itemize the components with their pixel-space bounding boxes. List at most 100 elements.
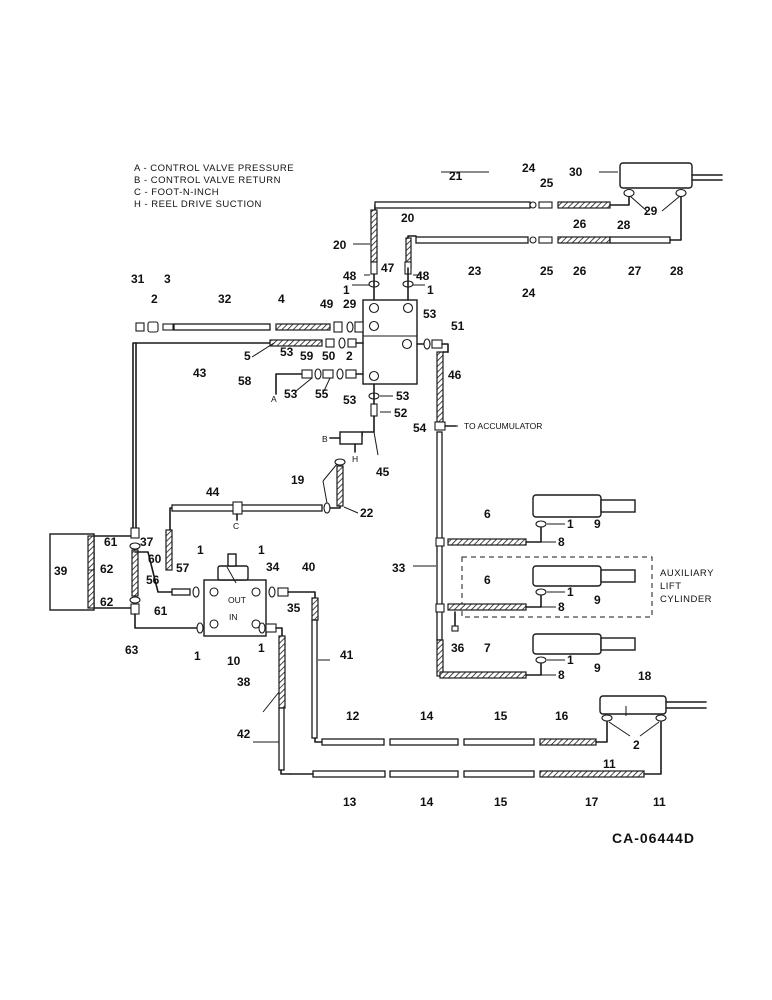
hose-7 bbox=[439, 671, 527, 679]
callout-20-right: 20 bbox=[401, 211, 415, 225]
elbow-51 bbox=[441, 343, 449, 353]
valve-port-ml bbox=[368, 320, 380, 332]
callout-29-inlet: 29 bbox=[343, 297, 357, 311]
hose-41 bbox=[311, 619, 318, 739]
oring-1-cyl-upper bbox=[535, 520, 547, 528]
reel-motor-18 bbox=[599, 695, 667, 715]
callout-19: 19 bbox=[291, 473, 305, 487]
callout-1-cyl-aux: 1 bbox=[567, 585, 574, 599]
callout-36: 36 bbox=[451, 641, 465, 655]
leader-45 bbox=[373, 431, 379, 456]
leader-10-body bbox=[226, 566, 237, 584]
fitting-24-bottom bbox=[529, 236, 537, 244]
line-43 bbox=[132, 342, 271, 529]
valve-port-tl bbox=[368, 302, 380, 314]
callout-4: 4 bbox=[278, 292, 285, 306]
callout-20-left: 20 bbox=[333, 238, 347, 252]
leader-19b bbox=[322, 480, 328, 504]
callout-8-lower: 8 bbox=[558, 668, 565, 682]
oring-53-a bbox=[314, 368, 322, 380]
oring-29-left bbox=[346, 321, 354, 333]
lift-cylinder-lower bbox=[532, 633, 602, 655]
callout-53-a: 53 bbox=[280, 345, 294, 359]
callout-7: 7 bbox=[484, 641, 491, 655]
cylinder-label: CYLINDER bbox=[660, 594, 712, 605]
valve-10-port-2 bbox=[251, 587, 261, 597]
callout-21: 21 bbox=[449, 169, 463, 183]
elbow-28-top bbox=[609, 196, 630, 206]
hose-26-top bbox=[557, 201, 611, 209]
oring-53-b bbox=[336, 368, 344, 380]
tee-block-bh bbox=[339, 431, 363, 445]
callout-8-aux: 8 bbox=[558, 600, 565, 614]
valve-port-bl bbox=[368, 370, 380, 382]
elbow-8-aux bbox=[525, 594, 542, 608]
callout-23: 23 bbox=[468, 264, 482, 278]
fitting-29a bbox=[623, 188, 635, 198]
tee-33-upper bbox=[435, 537, 445, 547]
callout-9-aux: 9 bbox=[594, 593, 601, 607]
hose-15-lower bbox=[463, 770, 535, 778]
callout-6-aux: 6 bbox=[484, 573, 491, 587]
callout-28-top: 28 bbox=[617, 218, 631, 232]
callout-1-valve-bl: 1 bbox=[194, 649, 201, 663]
callout-58: 58 bbox=[238, 374, 252, 388]
callout-42: 42 bbox=[237, 727, 251, 741]
callout-48-right: 48 bbox=[416, 269, 430, 283]
hose-37 bbox=[165, 529, 173, 571]
port-h-label: H bbox=[352, 454, 358, 464]
callout-26-bottom: 26 bbox=[573, 264, 587, 278]
port-a-label: A bbox=[271, 394, 277, 404]
callout-37: 37 bbox=[140, 535, 154, 549]
callout-51: 51 bbox=[451, 319, 465, 333]
callout-15-lower: 15 bbox=[494, 795, 508, 809]
control-valve-47 bbox=[362, 261, 449, 417]
callout-11-upper: 11 bbox=[603, 757, 616, 771]
callout-18: 18 bbox=[638, 669, 652, 683]
hose-26-bottom bbox=[557, 236, 611, 244]
fitting-51 bbox=[431, 339, 443, 349]
lift-cylinder-upper bbox=[532, 494, 602, 518]
elbow-8-lower bbox=[525, 662, 542, 676]
leader-19a bbox=[322, 463, 338, 482]
cooler-39-bracket bbox=[49, 533, 95, 611]
oring-53-right bbox=[423, 338, 431, 350]
callout-17: 17 bbox=[585, 795, 599, 809]
to-accumulator-label: TO ACCUMULATOR bbox=[464, 421, 542, 431]
leader-38 bbox=[262, 691, 280, 713]
legend-line-h: H - REEL DRIVE SUCTION bbox=[134, 199, 262, 210]
valve-port-tr bbox=[402, 302, 414, 314]
leader-53-a bbox=[295, 377, 313, 392]
callout-2-inlet: 2 bbox=[151, 292, 158, 306]
fitting-34 bbox=[277, 587, 289, 597]
bottom-reel-lines bbox=[278, 597, 707, 778]
hose-38 bbox=[278, 635, 286, 709]
callout-52: 52 bbox=[394, 406, 408, 420]
fitting-55 bbox=[322, 369, 334, 379]
callout-44: 44 bbox=[206, 485, 220, 499]
callout-15-upper: 15 bbox=[494, 709, 508, 723]
callout-33: 33 bbox=[392, 561, 406, 575]
fitting-48-left bbox=[370, 261, 378, 275]
legend-line-c: C - FOOT-N-INCH bbox=[134, 187, 219, 198]
hose-14-upper bbox=[389, 738, 459, 746]
callout-8-upper: 8 bbox=[558, 535, 565, 549]
callout-62-bottom: 62 bbox=[100, 595, 114, 609]
valve-port-r bbox=[401, 338, 413, 350]
fitting-50 bbox=[325, 338, 335, 348]
hose-27 bbox=[609, 236, 671, 244]
callout-56: 56 bbox=[146, 573, 160, 587]
port-a-branch: A bbox=[271, 368, 364, 404]
fitting-53-a bbox=[345, 369, 357, 379]
callout-38: 38 bbox=[237, 675, 251, 689]
elbow-58 bbox=[275, 373, 303, 395]
callout-25-top: 25 bbox=[540, 176, 554, 190]
elbow-12 bbox=[314, 737, 323, 743]
hose-42 bbox=[278, 707, 285, 771]
elbow-22 bbox=[329, 505, 341, 509]
callout-41: 41 bbox=[340, 648, 354, 662]
hose-6-upper bbox=[447, 538, 527, 546]
fitting-24-top bbox=[529, 201, 537, 209]
fitting-25-bottom bbox=[538, 236, 553, 244]
